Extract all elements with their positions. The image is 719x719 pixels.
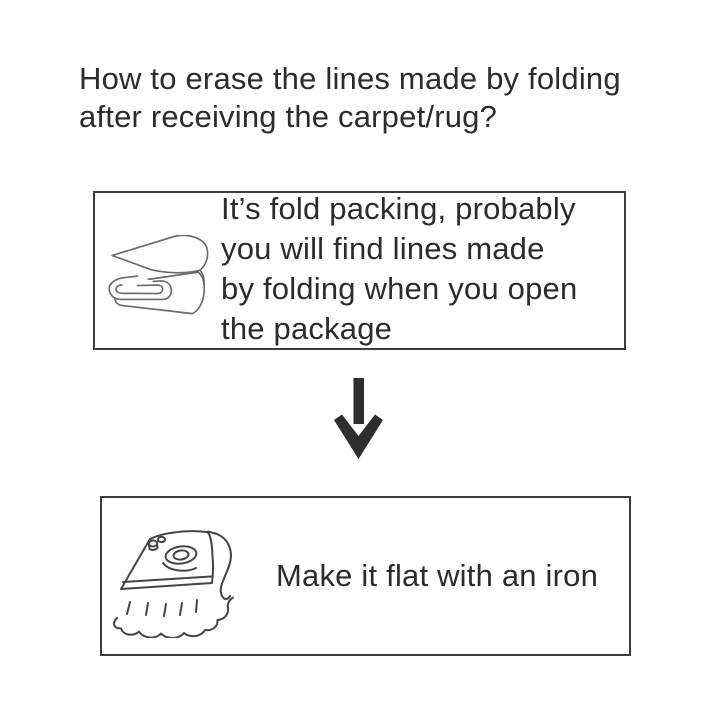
step-2-text: Make it flat with an iron (276, 558, 599, 593)
clothes-iron-icon (113, 530, 234, 638)
step-1-box: It’s fold packing, probably you will fin… (93, 191, 626, 350)
page-title: How to erase the lines made by folding a… (79, 61, 621, 134)
down-arrow-icon (334, 378, 383, 459)
step-1-text: It’s fold packing, probably you will fin… (221, 191, 578, 346)
folded-carpet-icon (108, 235, 209, 315)
step-2-box: Make it flat with an iron (100, 496, 631, 656)
